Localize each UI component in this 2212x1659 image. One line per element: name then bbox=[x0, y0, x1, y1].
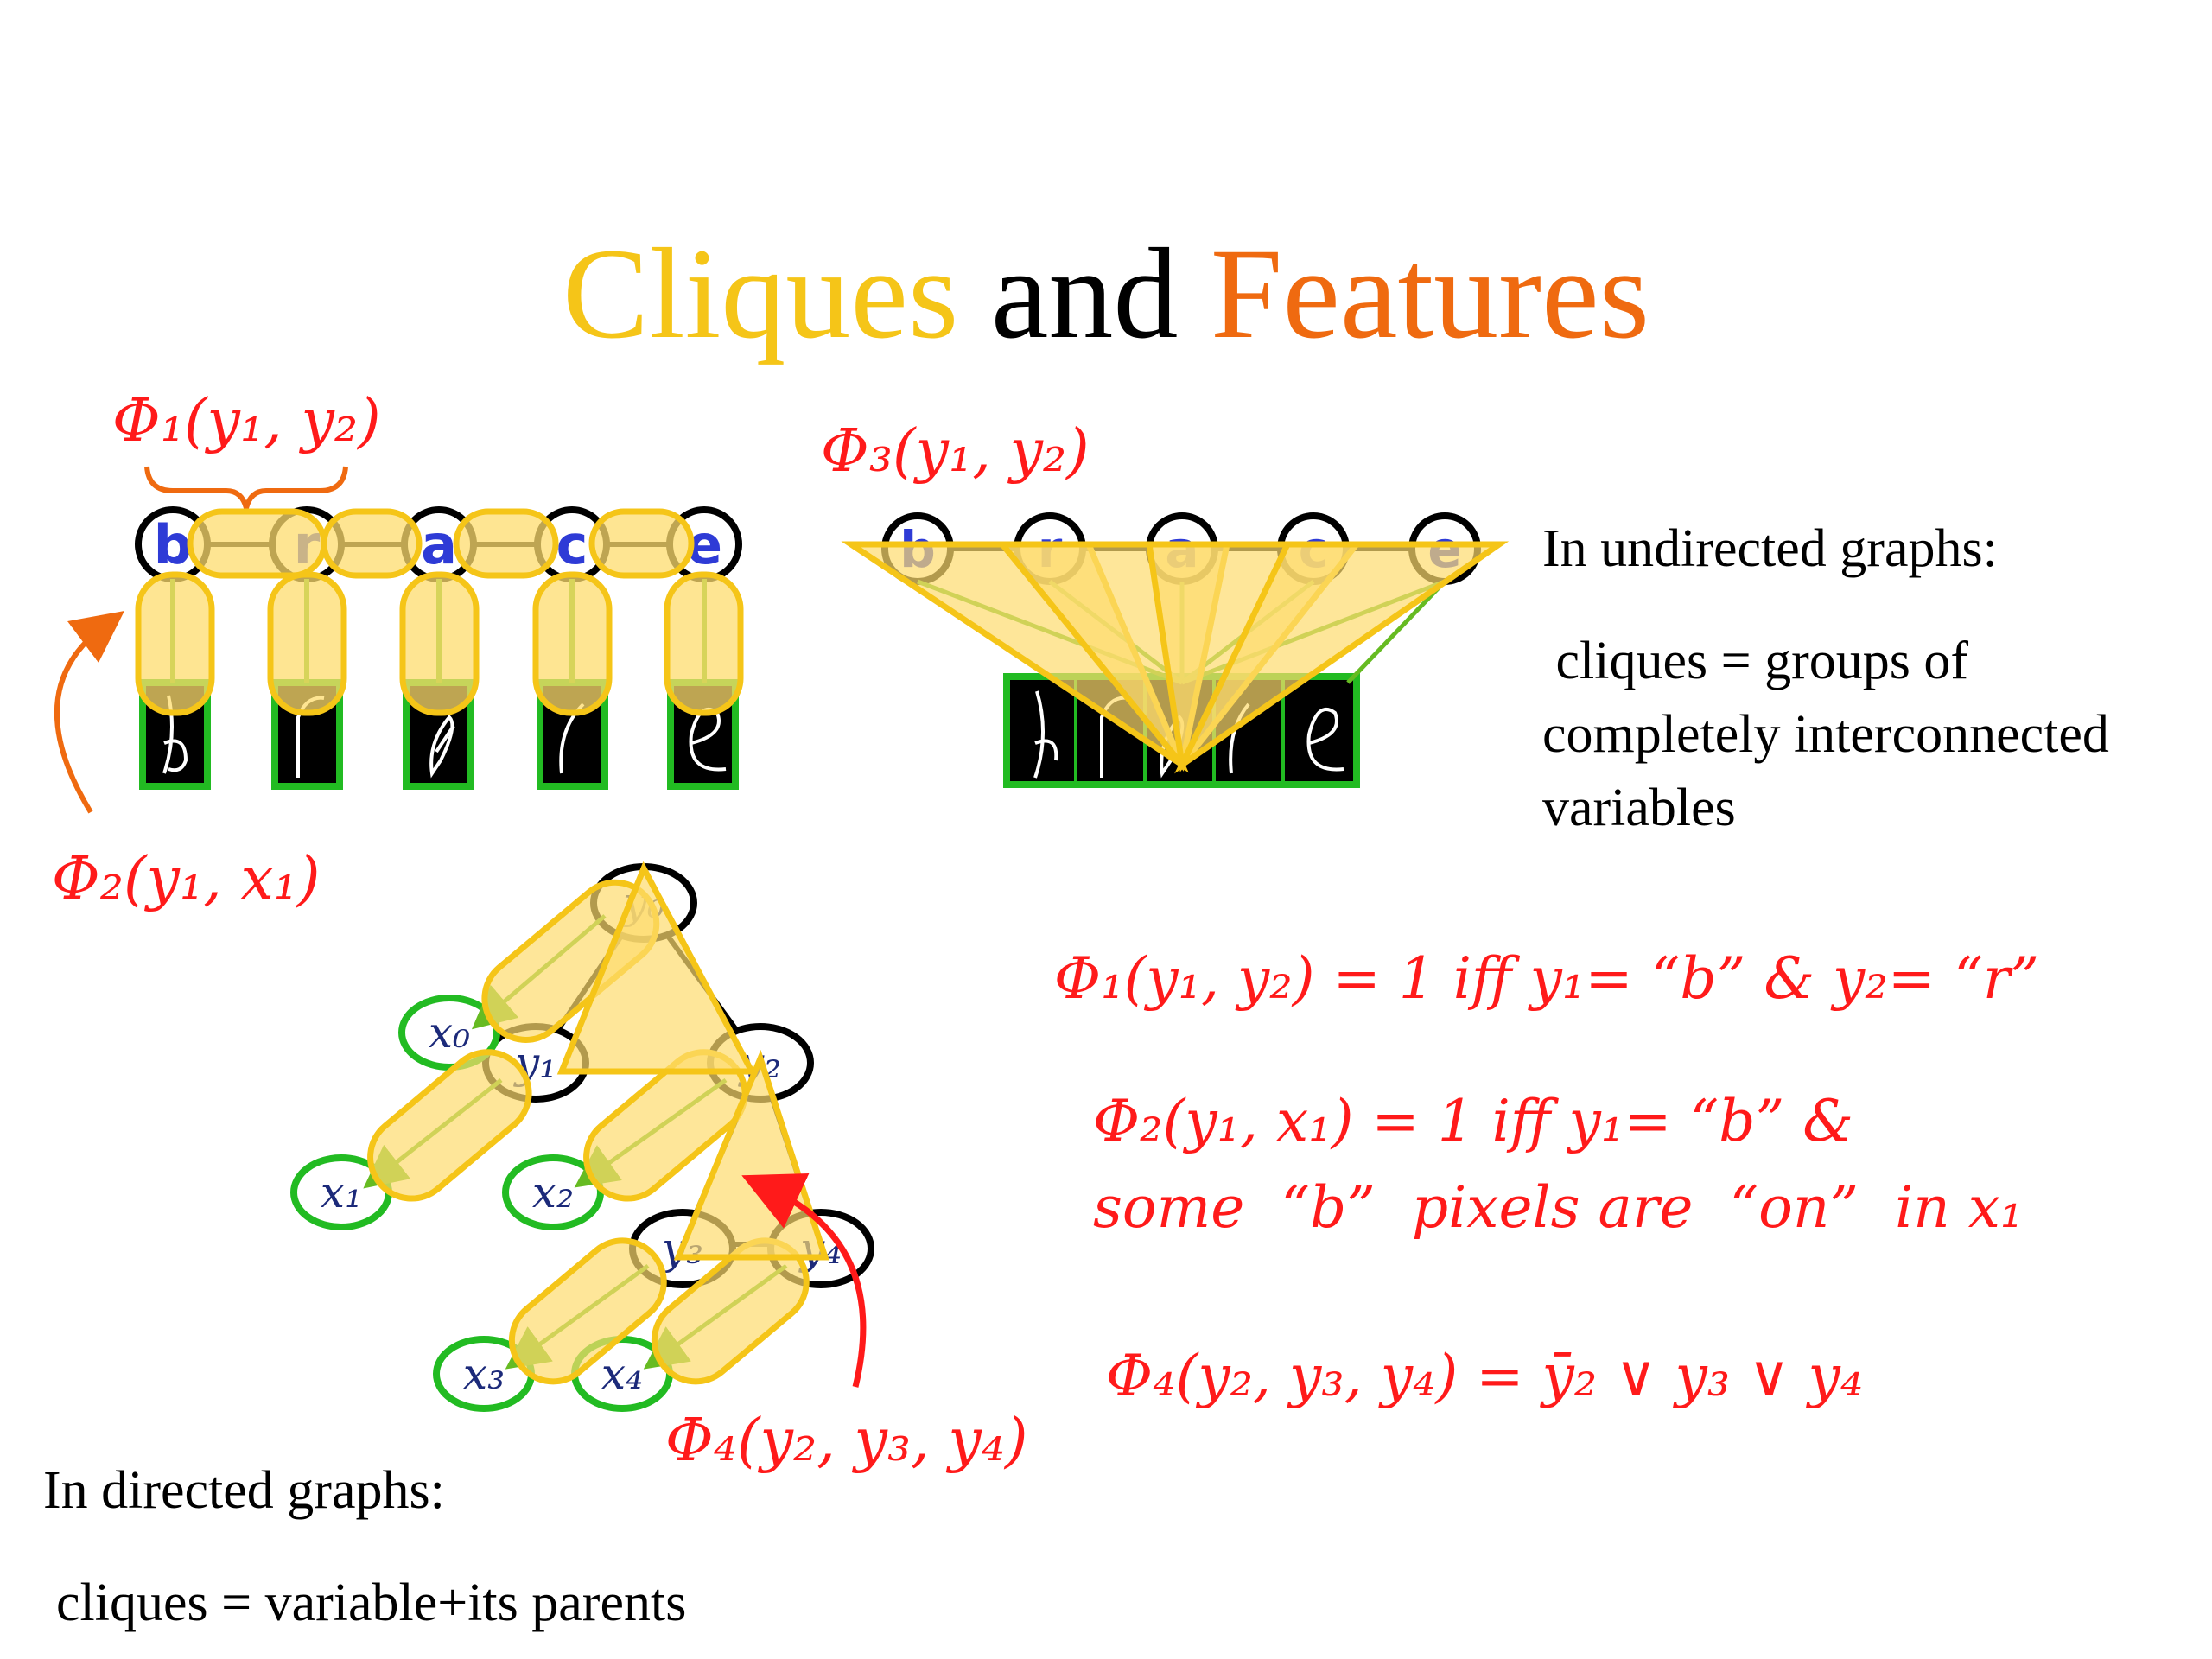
title-features: Features bbox=[1211, 222, 1649, 365]
undirected-line-1: In undirected graphs: bbox=[1542, 519, 1998, 578]
formula-phi2-line2: some “b” pixels are “on” in x₁ bbox=[1093, 1174, 2023, 1241]
letter-c: c bbox=[556, 513, 588, 576]
directed-line-1: In directed graphs: bbox=[43, 1461, 445, 1520]
node-x4: x₄ bbox=[601, 1349, 643, 1399]
title-cliques: Cliques bbox=[563, 222, 958, 365]
feature-formulas: Φ₁(y₁, y₂) = 1 iff y₁= “b” & y₂= “r” Φ₂(… bbox=[1054, 945, 2039, 1409]
chain-graph-pairwise: Φ₁(y₁, y₂) bbox=[52, 387, 744, 913]
directed-cliques bbox=[367, 861, 830, 1385]
undirected-line-3: completely interconnected bbox=[1542, 705, 2109, 764]
triangle-cliques bbox=[841, 541, 1510, 774]
formula-phi4: Φ₄(y₂, y₃, y₄) = ȳ₂ ∨ y₃ ∨ y₄ bbox=[1106, 1343, 1863, 1409]
undirected-line-2: cliques = groups of bbox=[1542, 632, 1968, 690]
pairwise-cliques bbox=[135, 508, 744, 716]
phi4-bottom-label: Φ₄(y₂, y₃, y₄) bbox=[665, 1407, 1028, 1475]
directed-graph: y₀ y₁ y₂ y₃ y₄ x₀ x₁ x₂ x₃ x₄ bbox=[290, 861, 1028, 1475]
formula-phi1: Φ₁(y₁, y₂) = 1 iff y₁= “b” & y₂= “r” bbox=[1054, 945, 2039, 1012]
node-x3: x₃ bbox=[463, 1349, 505, 1399]
letter-b: b bbox=[154, 513, 192, 576]
node-x2: x₂ bbox=[532, 1167, 574, 1217]
title-and: and bbox=[958, 222, 1211, 365]
phi1-top-label: Φ₁(y₁, y₂) bbox=[112, 387, 381, 455]
letter-a: a bbox=[421, 513, 457, 576]
phi2-arrow bbox=[54, 610, 124, 814]
node-x0: x₀ bbox=[429, 1007, 470, 1058]
directed-line-2: cliques = variable+its parents bbox=[56, 1573, 686, 1632]
undirected-description: In undirected graphs: cliques = groups o… bbox=[1542, 519, 2109, 837]
directed-description: In directed graphs: cliques = variable+i… bbox=[43, 1461, 686, 1632]
phi3-top-label: Φ₃(y₁, y₂) bbox=[821, 417, 1090, 486]
slide-title: Cliques and Features bbox=[563, 222, 1649, 365]
phi1-brace bbox=[144, 466, 348, 509]
undirected-line-4: variables bbox=[1542, 779, 1736, 837]
formula-phi2-line1: Φ₂(y₁, x₁) = 1 iff y₁= “b” & bbox=[1093, 1088, 1853, 1154]
phi4-arrow bbox=[741, 1173, 867, 1388]
node-x1: x₁ bbox=[321, 1167, 362, 1217]
chain-graph-triangles: Φ₃(y₁, y₂) b r a c bbox=[821, 417, 1510, 788]
phi2-left-label: Φ₂(y₁, x₁) bbox=[52, 845, 321, 913]
